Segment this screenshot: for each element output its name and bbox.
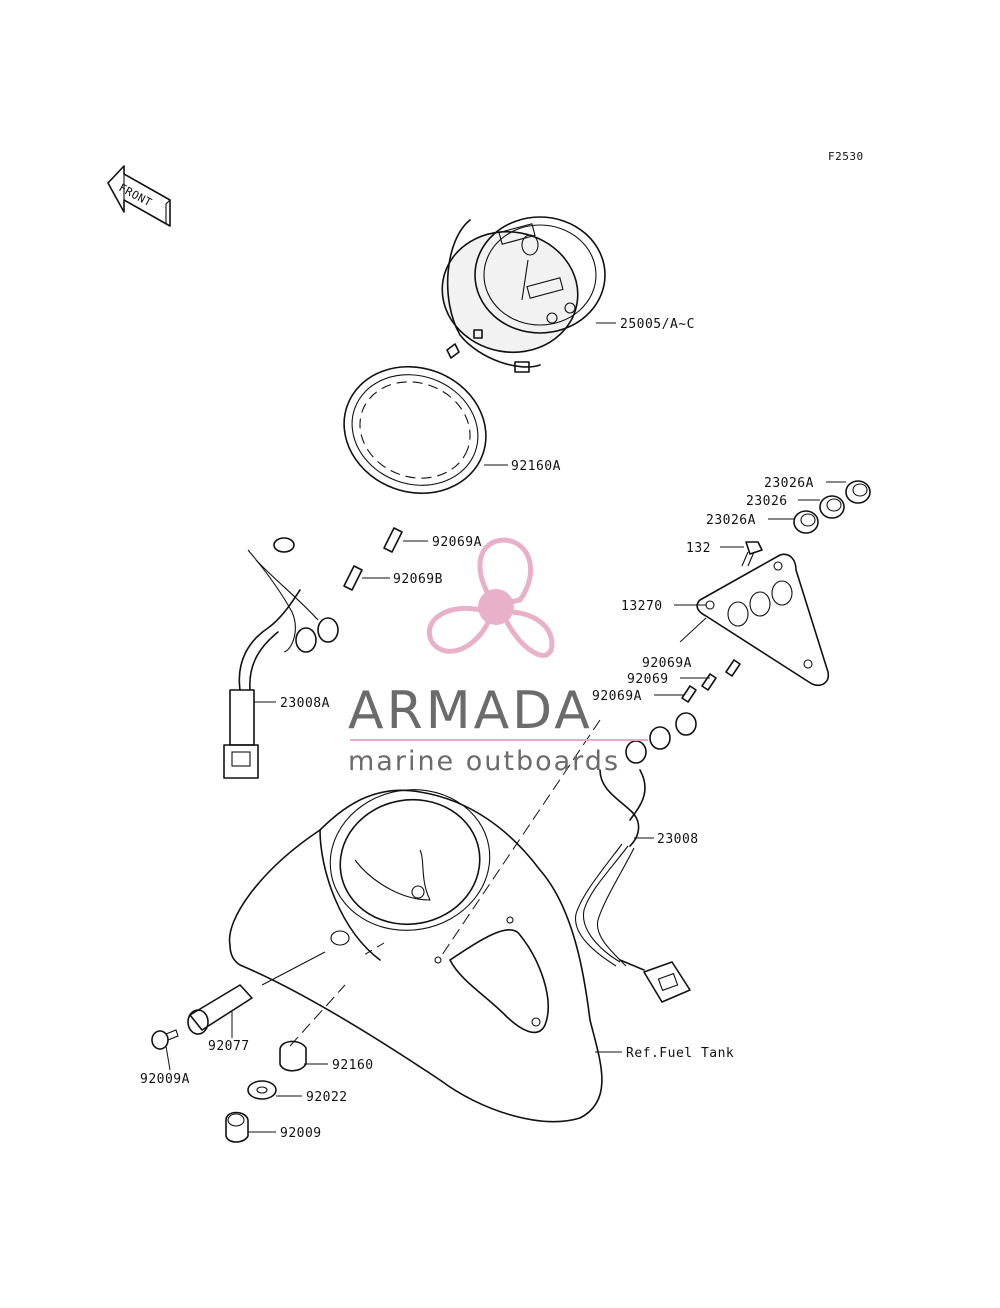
- part-label: 92069B: [393, 572, 443, 587]
- part-label: 92069: [627, 672, 669, 687]
- meter-ring-part: [343, 365, 487, 495]
- watermark: ARMADA marine outboards: [348, 537, 648, 777]
- part-label: 92009: [280, 1126, 322, 1141]
- part-label: 92069A: [592, 689, 642, 704]
- part-label: 23008: [657, 832, 699, 847]
- part-label: 23026: [746, 494, 788, 509]
- part-label: 13270: [621, 599, 663, 614]
- part-label: 92009A: [140, 1072, 190, 1087]
- meter-cover-part: [228, 789, 603, 1123]
- bracket-13270-part: [696, 553, 830, 687]
- part-label: 23026A: [706, 513, 756, 528]
- part-label: 132: [686, 541, 711, 556]
- front-arrow-icon: FRONT: [107, 165, 171, 227]
- part-label: 92069A: [432, 535, 482, 550]
- speedometer-part: [441, 216, 606, 373]
- small-fasteners-part: [151, 984, 307, 1143]
- part-label: 92069A: [642, 656, 692, 671]
- leader-lines: [165, 322, 846, 1133]
- harness-23008a-part: [223, 537, 339, 779]
- figure-code: F2530: [828, 150, 864, 163]
- watermark-tagline: marine outboards: [348, 746, 620, 777]
- watermark-brand: ARMADA: [348, 681, 593, 741]
- part-label: 25005/A~C: [620, 317, 695, 332]
- part-label: 92022: [306, 1090, 348, 1105]
- part-label: 92160A: [511, 459, 561, 474]
- bolt-132-part: [741, 541, 763, 567]
- part-labels: 25005/A~C 92160A 23026A 23026 23026A 132…: [140, 317, 814, 1141]
- part-label: 92160: [332, 1058, 374, 1073]
- bulb-socket-parts: [343, 527, 403, 591]
- part-label: 23026A: [764, 476, 814, 491]
- part-label: 23008A: [280, 696, 330, 711]
- front-label: FRONT: [117, 181, 155, 209]
- harness-23008-part: [575, 769, 691, 1003]
- part-label: 92077: [208, 1039, 250, 1054]
- part-label: Ref.Fuel Tank: [626, 1046, 734, 1061]
- propeller-logo-icon: [426, 537, 555, 658]
- indicator-caps-part: [793, 480, 871, 534]
